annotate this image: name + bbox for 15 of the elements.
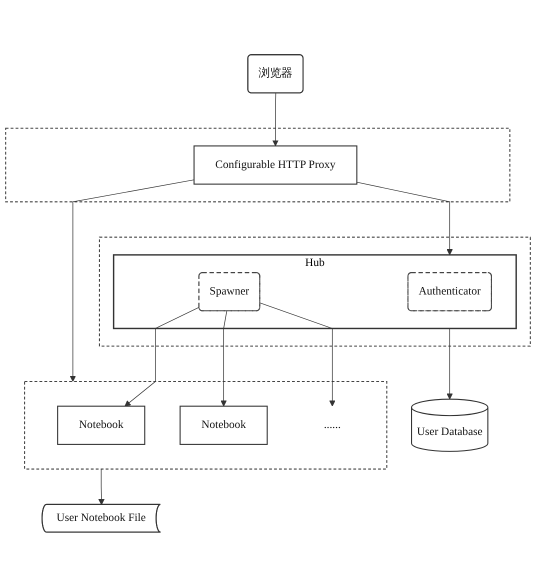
arrow (70, 180, 194, 382)
arrow (98, 468, 105, 506)
cluster (24, 381, 388, 470)
arrow (124, 306, 200, 407)
node-box: Notebook (57, 406, 146, 446)
arrow (272, 93, 279, 146)
node-box: Configurable HTTP Proxy (194, 146, 358, 185)
arrow (446, 328, 453, 400)
cluster (98, 236, 531, 347)
node-box: Notebook (180, 406, 268, 446)
arrow (260, 302, 336, 407)
cluster (5, 128, 510, 202)
arrow (356, 182, 453, 256)
arrow (220, 310, 228, 407)
node-text: ...... (324, 419, 341, 432)
